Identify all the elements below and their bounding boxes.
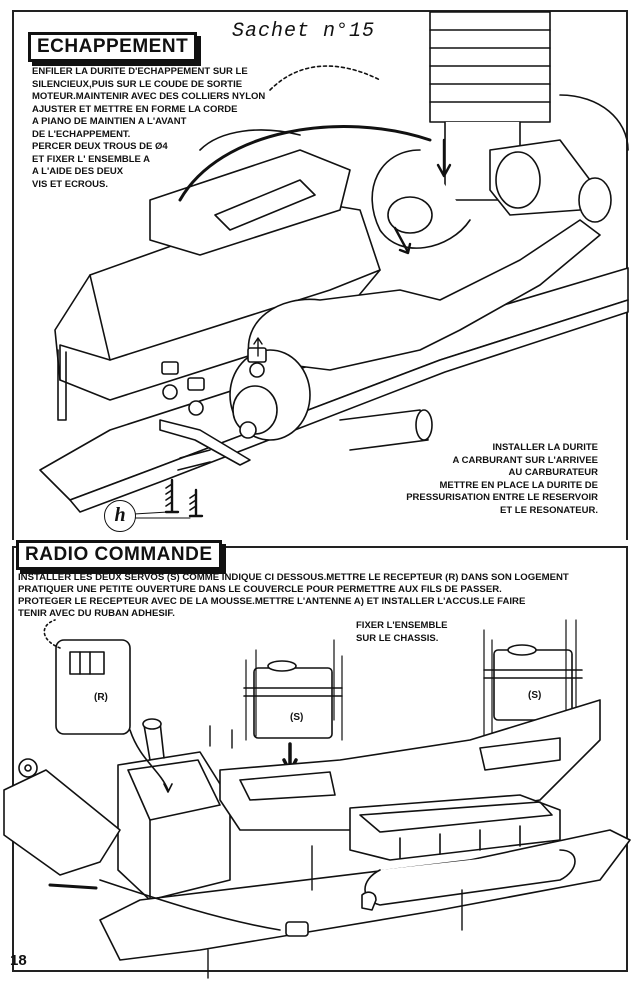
fuel-instructions: INSTALLER LA DURITE A CARBURANT SUR L'AR… <box>390 442 598 517</box>
exhaust-line: VIS ET ECROUS. <box>32 178 109 190</box>
chassis-exhaust-drawing <box>39 11 629 519</box>
fuel-line: A CARBURANT SUR L'ARRIVEE <box>452 454 598 466</box>
servo-label-2: (S) <box>528 690 542 701</box>
exhaust-line: MOTEUR.MAINTENIR AVEC DES COLLIERS NYLON <box>32 91 266 102</box>
radio-line: PROTEGER LE RECEPTEUR AVEC DE LA MOUSSE.… <box>18 596 526 607</box>
exhaust-line: AJUSTER ET METTRE EN FORME LA CORDE <box>32 103 238 115</box>
section-title-exhaust: ECHAPPEMENT <box>28 32 198 62</box>
exhaust-line: ET FIXER L' ENSEMBLE A <box>32 153 151 165</box>
receiver-label: (R) <box>94 692 108 703</box>
exhaust-line: A L'AIDE DES DEUX <box>32 166 124 177</box>
section-title-radio: RADIO COMMANDE <box>16 540 222 570</box>
radio-panel <box>12 546 628 972</box>
fuel-line: AU CARBURATEUR <box>508 467 598 478</box>
fix-line: FIXER L'ENSEMBLE <box>356 620 448 631</box>
exhaust-line: DE L'ECHAPPEMENT. <box>32 128 131 140</box>
fuel-line: INSTALLER LA DURITE <box>492 442 598 453</box>
fuel-line: METTRE EN PLACE LA DURITE DE <box>439 479 598 491</box>
servo-label-1: (S) <box>290 712 304 723</box>
exhaust-instructions: ENFILER LA DURITE D'ECHAPPEMENT SUR LE S… <box>32 66 265 191</box>
radio-instructions: INSTALLER LES DEUX SERVOS (S) COMME INDI… <box>18 572 569 620</box>
fuel-line: PRESSURISATION ENTRE LE RESERVOIR <box>406 492 598 503</box>
bag-number: Sachet n°15 <box>232 20 376 43</box>
exhaust-line: ENFILER LA DURITE D'ECHAPPEMENT SUR LE <box>32 66 248 77</box>
radio-install-drawing <box>3 619 631 979</box>
exhaust-line: PERCER DEUX TROUS DE Ø4 <box>32 141 168 152</box>
exhaust-line: A PIANO DE MAINTIEN A L'AVANT <box>32 116 187 127</box>
radio-line: PRATIQUER UNE PETITE OUVERTURE DANS LE C… <box>18 584 502 595</box>
part-label-h: h <box>104 500 136 532</box>
fix-note: FIXER L'ENSEMBLE SUR LE CHASSIS. <box>356 620 447 645</box>
fix-line: SUR LE CHASSIS. <box>356 632 439 644</box>
fuel-line: ET LE RESONATEUR. <box>500 504 598 516</box>
radio-line: TENIR AVEC DU RUBAN ADHESIF. <box>18 608 175 619</box>
radio-line: INSTALLER LES DEUX SERVOS (S) COMME INDI… <box>18 572 569 583</box>
page-number: 18 <box>10 952 27 969</box>
exhaust-line: SILENCIEUX,PUIS SUR LE COUDE DE SORTIE <box>32 78 243 90</box>
